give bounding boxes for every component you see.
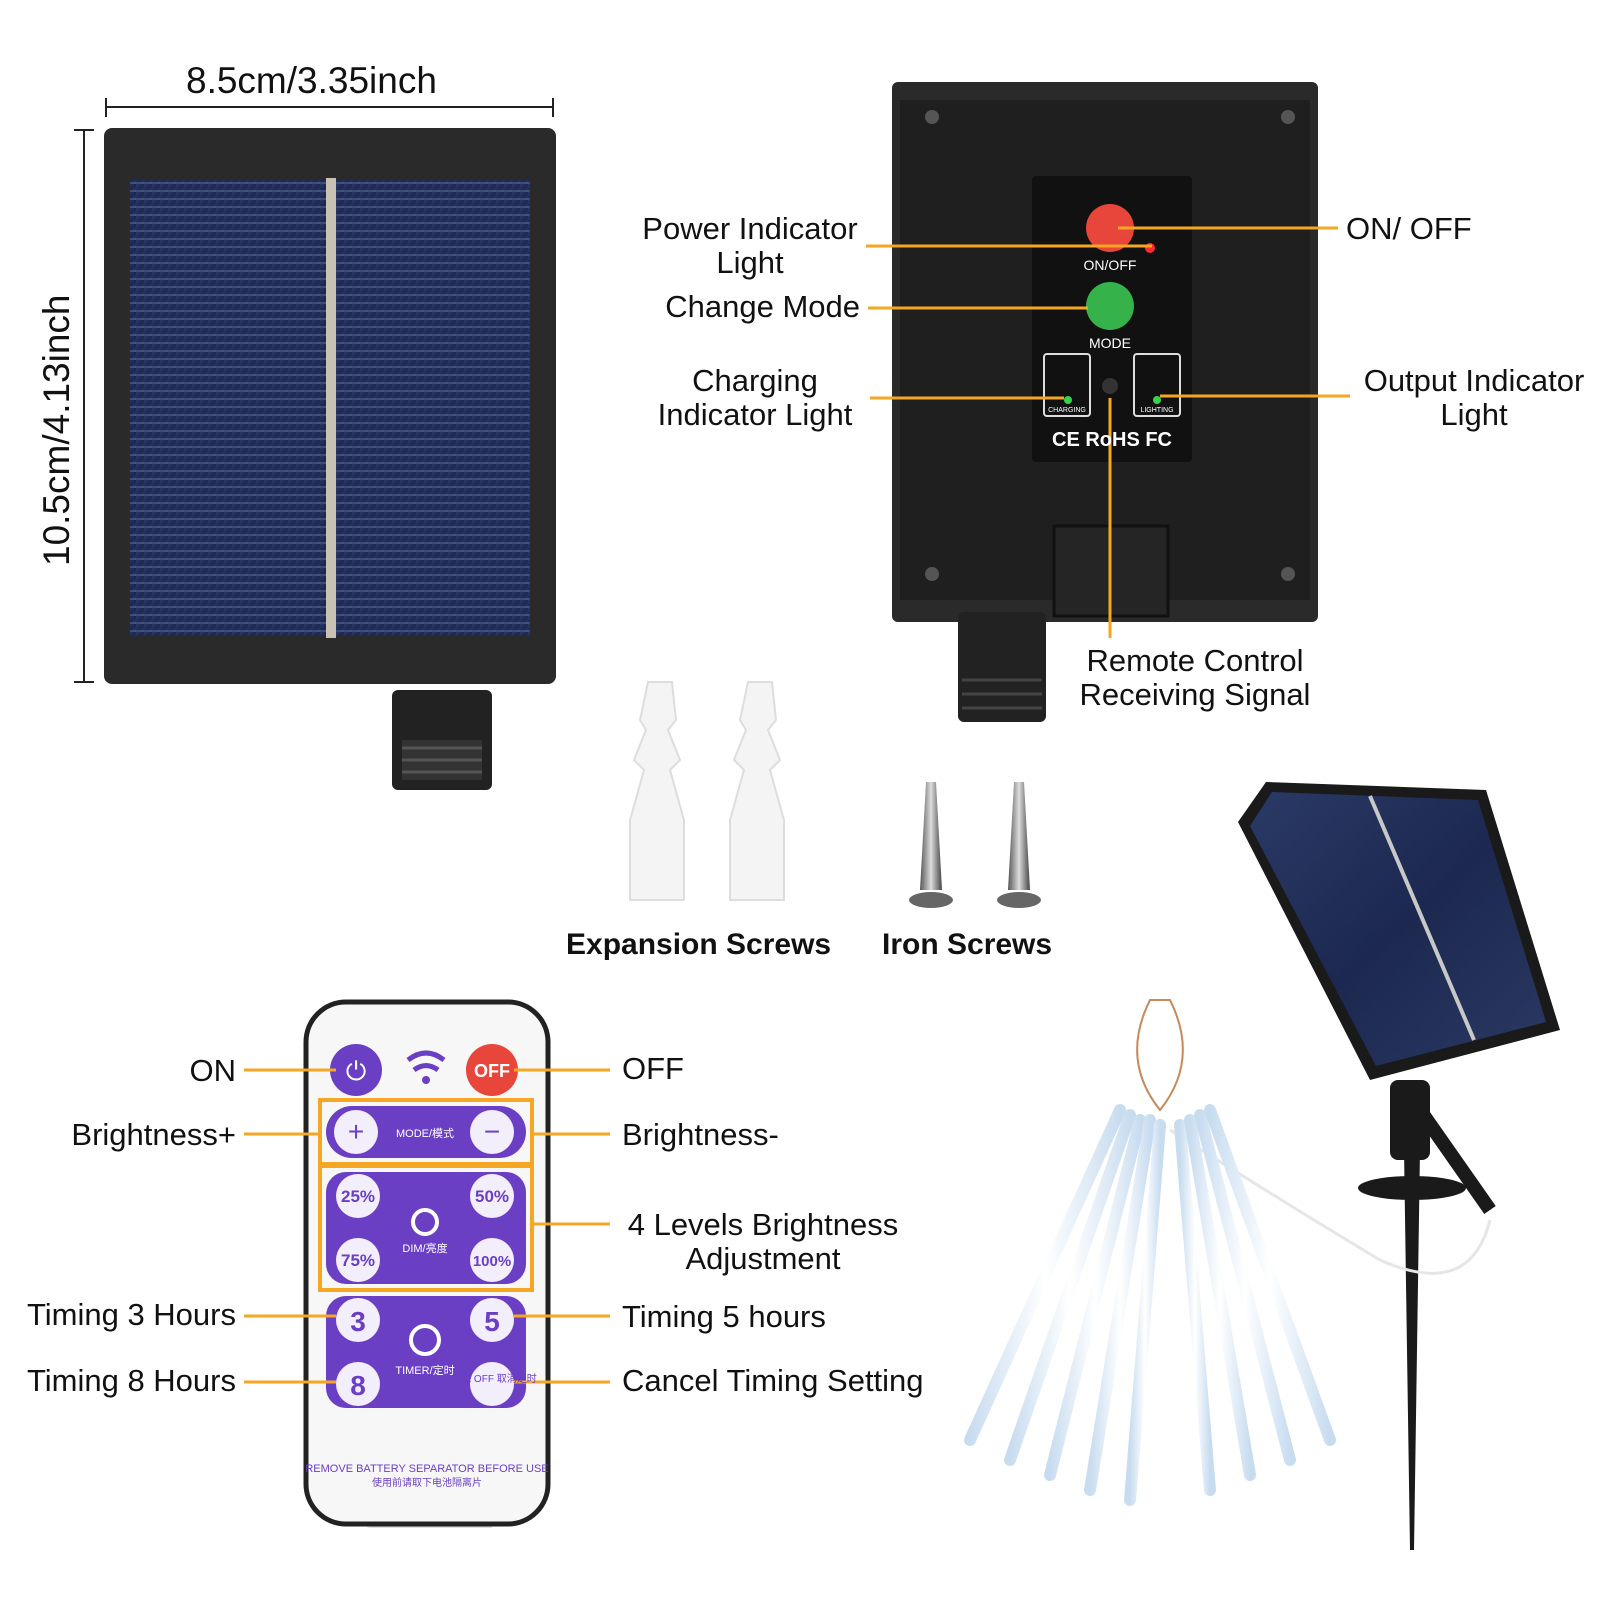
charging-indicator-label: Charging Indicator Light	[657, 363, 853, 432]
staked-solar-light	[964, 782, 1560, 1550]
timing-5-label: Timing 5 hours	[622, 1299, 826, 1334]
remote-mode-key[interactable]: MODE/模式	[396, 1127, 454, 1140]
battery-notice: REMOVE BATTERY SEPARATOR BEFORE USE	[305, 1463, 548, 1475]
timing-8-label: Timing 8 Hours	[26, 1363, 236, 1398]
dim-label: DIM/亮度	[402, 1241, 447, 1255]
change-mode-label: Change Mode	[665, 289, 860, 324]
remote-8-key[interactable]: 8	[350, 1370, 366, 1401]
height-dimension-line	[74, 129, 94, 683]
iron-screws-label: Iron Screws	[882, 928, 1053, 961]
power-icon: ⏻	[346, 1056, 367, 1086]
width-label: 8.5cm/3.35inch	[186, 60, 437, 101]
iron-screws-image	[909, 782, 1041, 908]
remote-5-key[interactable]: 5	[484, 1306, 500, 1337]
remote-timeoff-key[interactable]: TIME OFF 取消定时	[447, 1372, 536, 1385]
battery-notice-cn: 使用前请取下电池隔离片	[372, 1476, 482, 1489]
brightness-plus-label: Brightness+	[71, 1117, 236, 1152]
mode-key-label: MODE	[1089, 335, 1131, 351]
expansion-screws-label: Expansion Screws	[566, 928, 832, 961]
remote-receiver-label: Remote Control Receiving Signal	[1079, 643, 1311, 712]
charging-small-label: CHARGING	[1048, 407, 1086, 414]
width-dimension-line	[105, 98, 554, 117]
lighting-small-label: LIGHTING	[1140, 407, 1173, 414]
remote-3-key[interactable]: 3	[350, 1306, 366, 1337]
onoff-key-label: ON/OFF	[1084, 257, 1137, 273]
remote-75-key[interactable]: 75%	[341, 1251, 375, 1270]
remote-100-key[interactable]: 100%	[473, 1253, 511, 1270]
device-lettering: ON/OFF MODE CHARGING LIGHTING CE RoHS FC…	[305, 257, 1173, 1489]
remote-control	[303, 999, 551, 1528]
brightness-minus-label: Brightness-	[622, 1117, 779, 1152]
on-label: ON	[189, 1053, 237, 1088]
brightness-levels-label: 4 Levels Brightness Adjustment	[627, 1207, 899, 1276]
meteor-tubes	[964, 1104, 1336, 1506]
certification-marks: CE RoHS FC	[1052, 429, 1172, 451]
height-label: 10.5cm/4.13inch	[36, 294, 77, 566]
remote-50-key[interactable]: 50%	[475, 1187, 509, 1206]
controller-box	[892, 82, 1318, 722]
output-indicator-label: Output Indicator Light	[1363, 363, 1585, 432]
timing-3-label: Timing 3 Hours	[26, 1297, 236, 1332]
plus-icon: +	[348, 1116, 364, 1147]
expansion-screws-image	[629, 681, 785, 901]
cancel-timing-label: Cancel Timing Setting	[622, 1363, 924, 1398]
power-indicator-label: Power Indicator Light	[642, 211, 858, 280]
on-off-label: ON/ OFF	[1346, 211, 1472, 246]
remote-off-key[interactable]: OFF	[474, 1061, 510, 1081]
off-label: OFF	[622, 1051, 684, 1086]
solar-panel-front	[104, 128, 556, 790]
minus-icon: −	[484, 1116, 500, 1147]
timer-label: TIMER/定时	[395, 1363, 454, 1377]
remote-25-key[interactable]: 25%	[341, 1187, 375, 1206]
leader-lines	[244, 226, 1350, 1384]
